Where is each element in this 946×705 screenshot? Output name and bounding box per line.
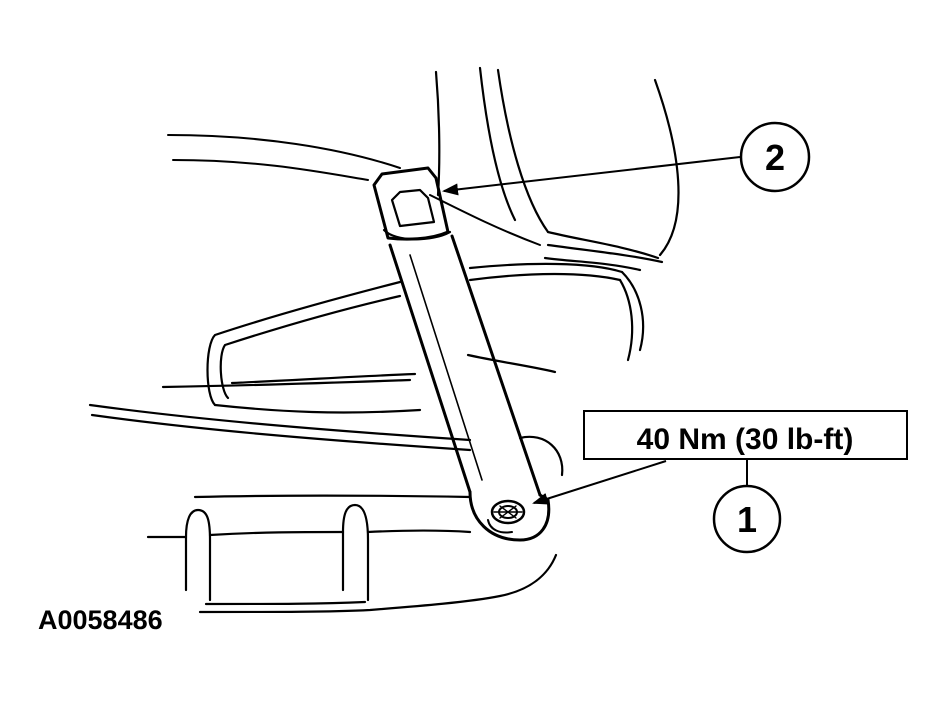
- callout-2-number: 2: [765, 137, 785, 178]
- seat-frame-upper: [167, 134, 541, 246]
- callout-1-number: 1: [737, 499, 757, 540]
- torque-spec-box: 40 Nm (30 lb-ft): [583, 410, 908, 460]
- seat-belt-buckle: [372, 166, 551, 542]
- callout-leaders: [442, 156, 748, 505]
- seat-back-lines: [434, 66, 680, 272]
- figure-id-code: A0058486: [38, 605, 163, 635]
- anchor-bolt: [487, 499, 526, 534]
- leader-arrow-2: [442, 156, 741, 196]
- callout-1: 1: [712, 484, 782, 554]
- callout-2: 2: [739, 121, 811, 193]
- leader-arrow-1: [532, 460, 667, 505]
- torque-spec-text: 40 Nm (30 lb-ft): [637, 423, 854, 456]
- seat-rail-frame: [88, 262, 645, 452]
- seat-cushion-lower: [146, 435, 564, 614]
